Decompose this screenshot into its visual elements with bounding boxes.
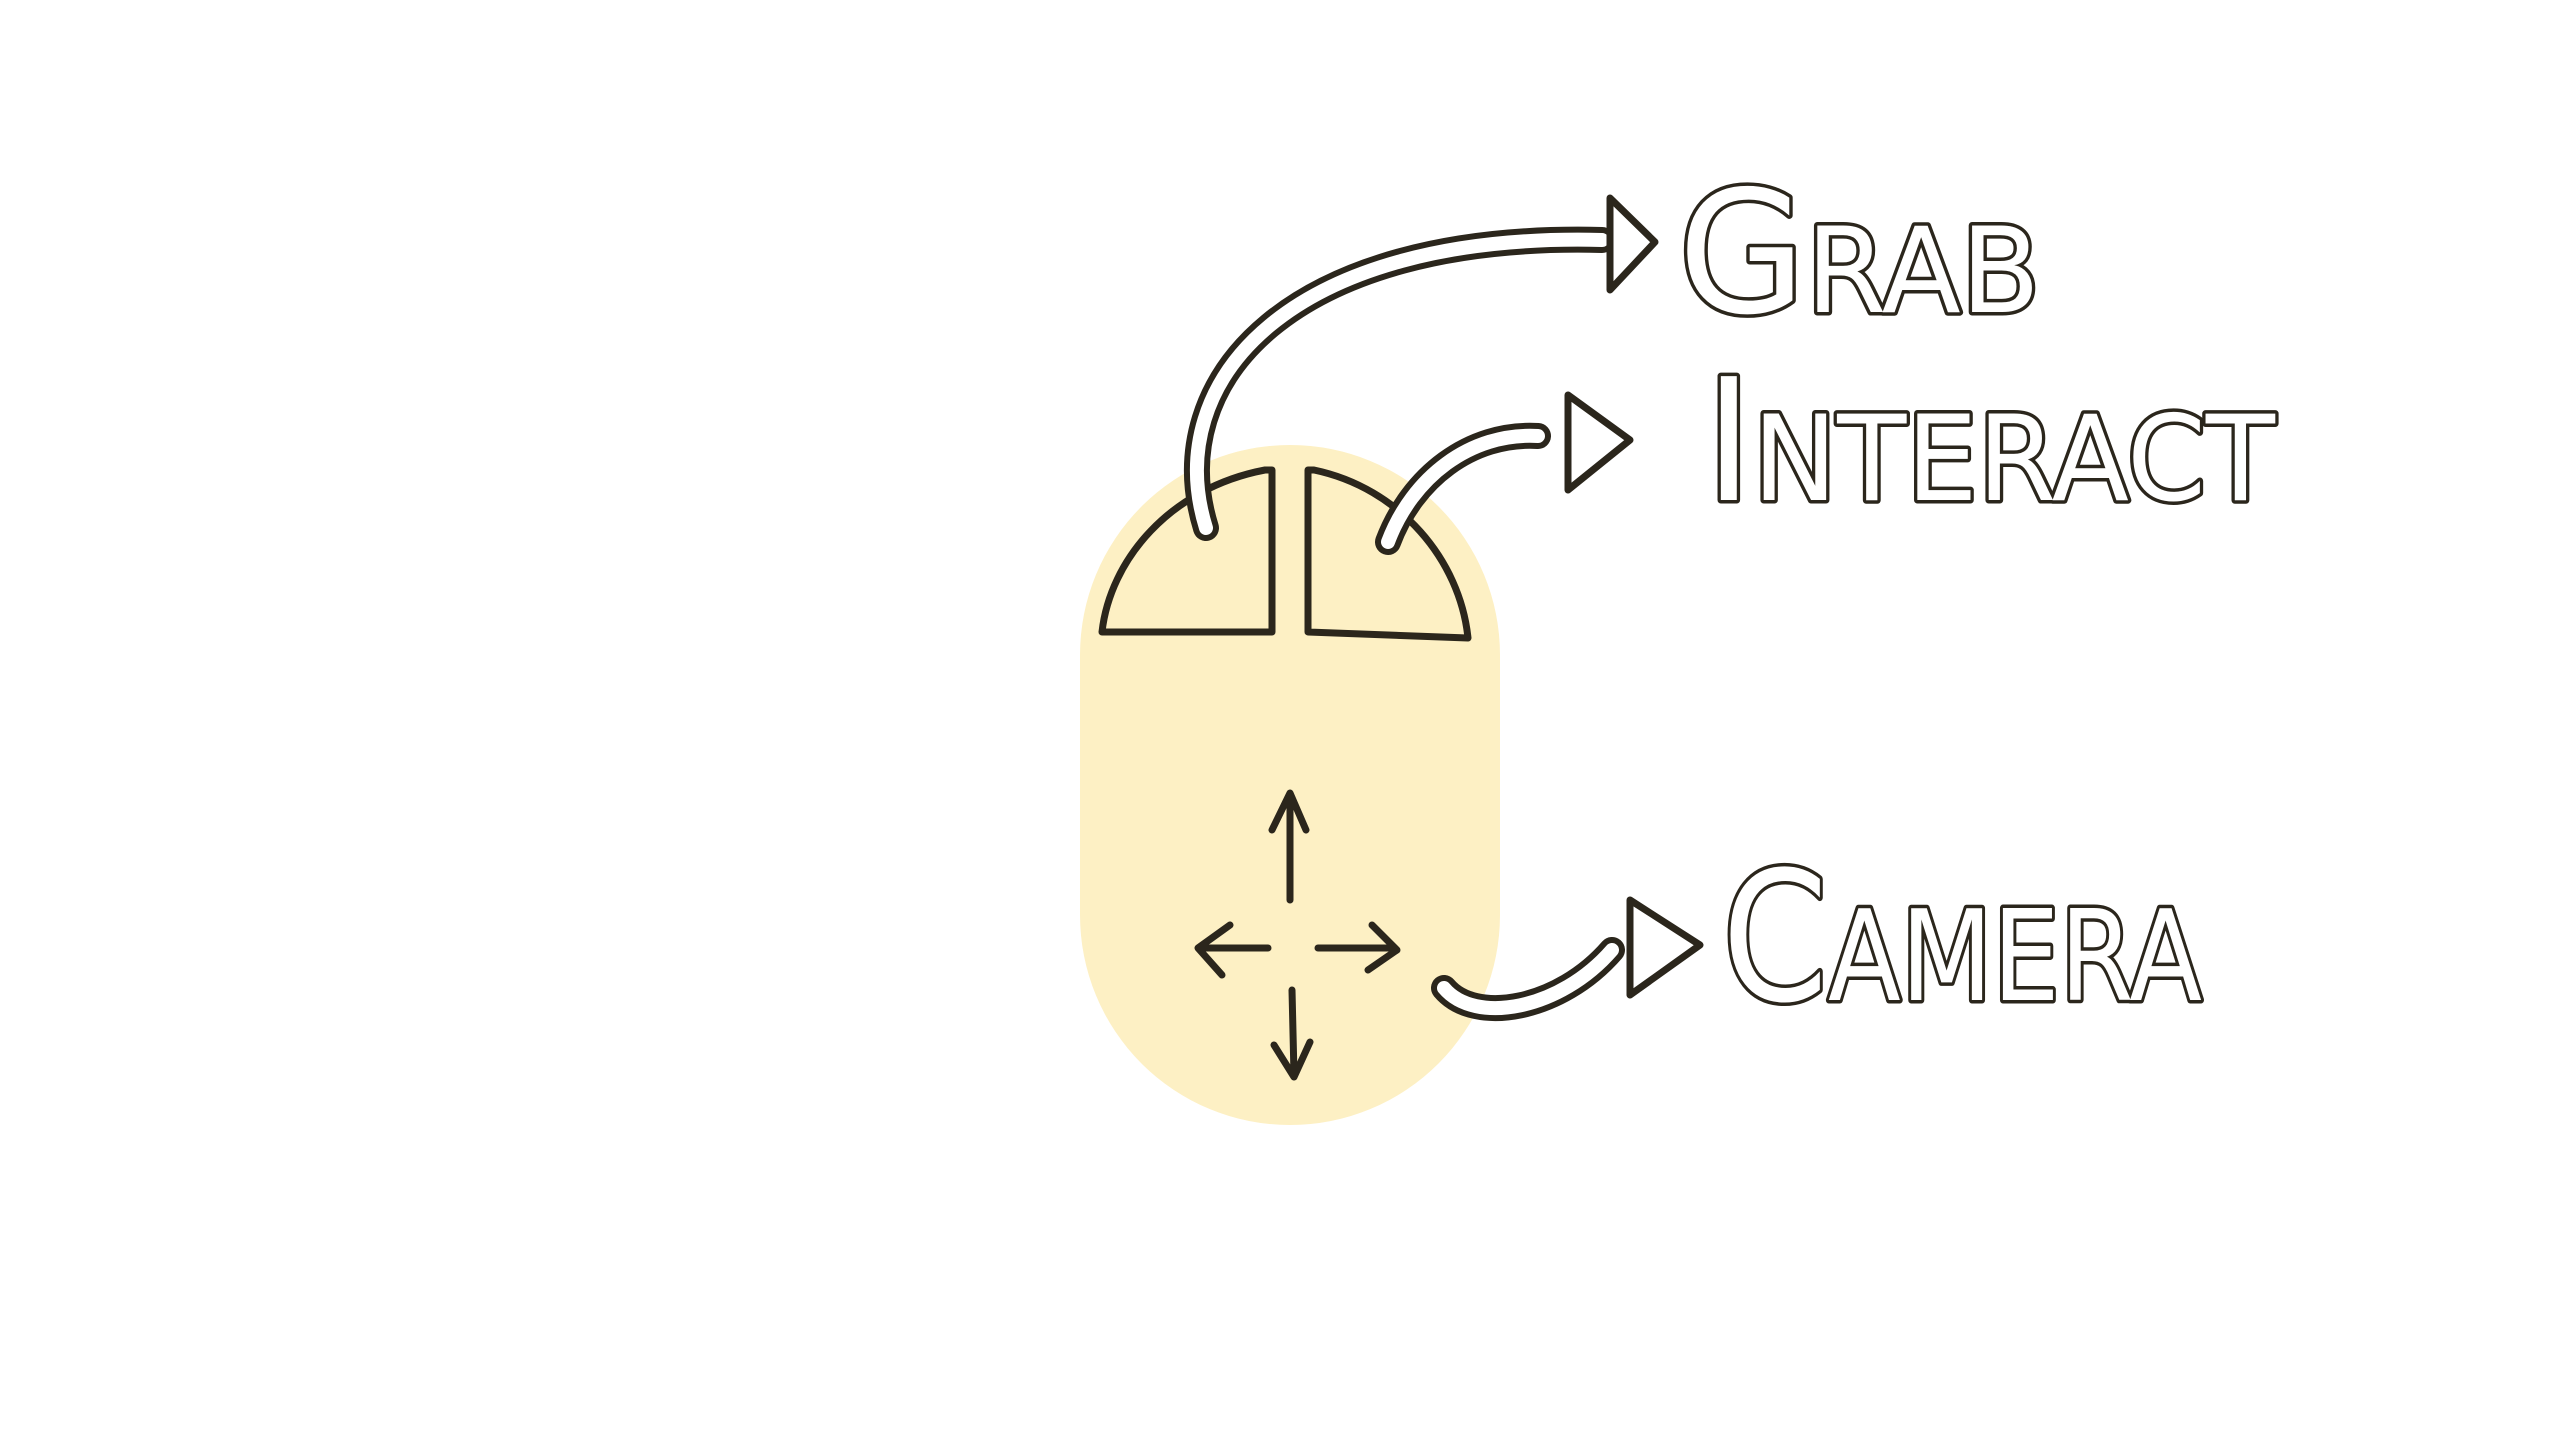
arrow-right-icon — [1314, 921, 1401, 974]
arrow-left-icon — [1194, 921, 1272, 979]
interact-label: Interact — [1705, 343, 2276, 541]
camera-pointer — [1431, 896, 1704, 1021]
four-way-arrow-icon — [1194, 789, 1401, 1081]
grab-pointer — [1184, 194, 1659, 541]
arrow-down-icon — [1270, 986, 1314, 1081]
camera-label: Camera — [1722, 834, 2202, 1043]
grab-arrowhead-icon — [1606, 194, 1659, 294]
arrow-up-icon — [1268, 789, 1310, 904]
right-mouse-button — [1304, 466, 1472, 642]
camera-arrowhead-icon — [1626, 896, 1704, 999]
left-mouse-button — [1098, 466, 1276, 636]
interact-pointer — [1375, 391, 1634, 555]
interact-arrowhead-icon — [1564, 391, 1634, 494]
grab-label: Grab — [1678, 155, 2040, 353]
